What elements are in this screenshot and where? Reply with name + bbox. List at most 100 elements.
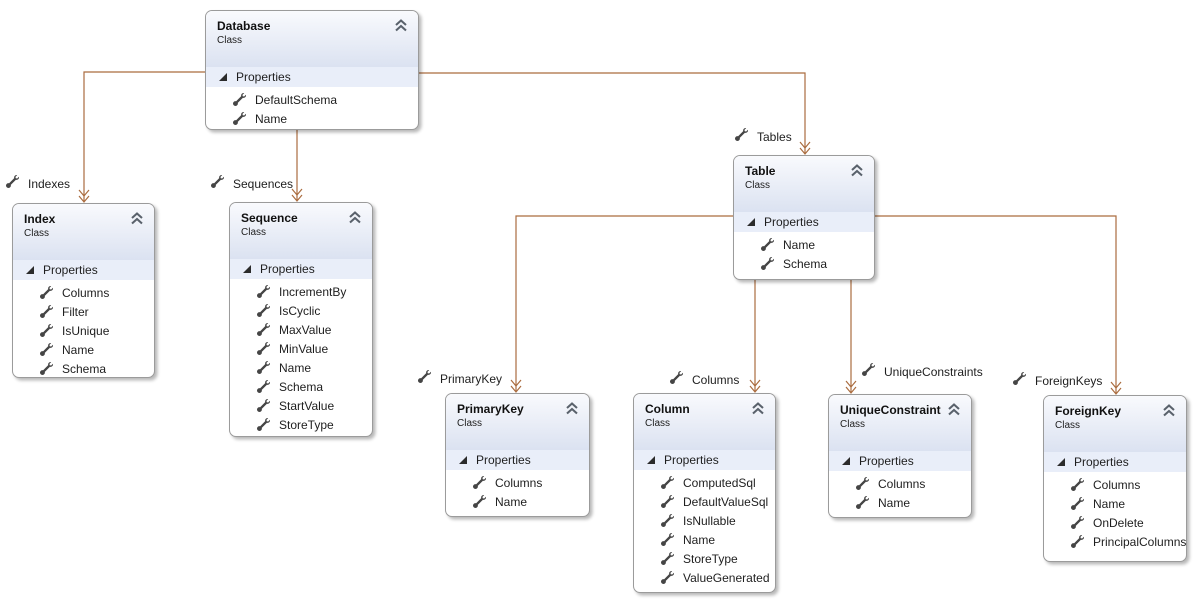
collapse-chevron-icon[interactable] [130,212,144,225]
wrench-icon [661,533,674,546]
association-label-text: ForeignKeys [1035,374,1103,388]
collapse-chevron-icon[interactable] [565,402,579,415]
properties-section-header[interactable]: Properties [1044,452,1186,472]
expander-triangle-icon[interactable] [747,218,755,226]
property-name: StartValue [279,398,335,413]
property-row[interactable]: Columns [829,474,971,493]
property-row[interactable]: Columns [446,473,589,492]
property-row[interactable]: Name [446,492,589,511]
property-name: MaxValue [279,322,332,337]
property-row[interactable]: Name [206,109,418,128]
property-name: Name [495,494,528,509]
expander-triangle-icon[interactable] [842,457,850,465]
property-row[interactable]: Name [1044,494,1186,513]
wrench-icon [1071,497,1084,510]
properties-section-header[interactable]: Properties [446,450,589,470]
property-row[interactable]: OnDelete [1044,513,1186,532]
property-row[interactable]: Name [829,493,971,512]
property-name: IsCyclic [279,303,321,318]
property-row[interactable]: IsCyclic [230,301,372,320]
association-label-sequences[interactable]: Sequences [211,175,293,191]
property-row[interactable]: Columns [1044,475,1186,494]
association-label-columns[interactable]: Columns [670,371,739,387]
wrench-icon [1071,478,1084,491]
properties-section-header[interactable]: Properties [634,450,775,470]
collapse-chevron-icon[interactable] [751,402,765,415]
property-row[interactable]: Name [13,340,154,359]
property-name: Name [62,342,95,357]
property-row[interactable]: IsNullable [634,511,775,530]
property-row[interactable]: ComputedSql [634,473,775,492]
expander-triangle-icon[interactable] [26,266,34,274]
association-connector-primarykey[interactable] [515,215,733,391]
property-row[interactable]: Name [634,530,775,549]
expander-triangle-icon[interactable] [647,456,655,464]
association-label-foreignkeys[interactable]: ForeignKeys [1013,372,1102,388]
association-connector-tables[interactable] [419,72,806,153]
class-node-uniqueconstraint[interactable]: UniqueConstraint Class Properties Column… [828,394,972,518]
properties-section-header[interactable]: Properties [734,212,874,232]
association-connector-foreignkeys[interactable] [875,215,1117,393]
collapse-chevron-icon[interactable] [348,211,362,224]
property-row[interactable]: Schema [230,377,372,396]
expander-triangle-icon[interactable] [459,456,467,464]
property-row[interactable]: IncrementBy [230,282,372,301]
property-row[interactable]: Filter [13,302,154,321]
property-row[interactable]: ValueGenerated [634,568,775,587]
property-row[interactable]: Schema [13,359,154,377]
properties-section-header[interactable]: Properties [829,451,971,471]
wrench-icon [257,361,270,374]
property-row[interactable]: StoreType [634,549,775,568]
property-row[interactable]: PrincipalColumns [1044,532,1186,551]
property-name: Schema [279,379,324,394]
association-label-indexes[interactable]: Indexes [6,175,70,191]
properties-section-header[interactable]: Properties [13,260,154,280]
property-row[interactable]: MinValue [230,339,372,358]
property-row[interactable]: Schema [734,254,874,273]
wrench-icon [473,476,486,489]
class-node-header: Database Class [206,11,418,67]
wrench-icon [257,323,270,336]
property-row[interactable]: DefaultSchema [206,90,418,109]
expander-triangle-icon[interactable] [243,265,251,273]
property-row[interactable]: Name [734,235,874,254]
association-label-text: PrimaryKey [440,372,503,386]
property-name: MinValue [279,341,329,356]
association-label-uniqueconstraints[interactable]: UniqueConstraints [862,363,983,379]
collapse-chevron-icon[interactable] [850,164,864,177]
properties-section-header[interactable]: Properties [230,259,372,279]
property-row[interactable]: StartValue [230,396,372,415]
association-label-primarykey[interactable]: PrimaryKey [418,370,502,386]
class-node-header: ForeignKey Class [1044,396,1186,452]
property-row[interactable]: StoreType [230,415,372,434]
expander-triangle-icon[interactable] [219,73,227,81]
property-row[interactable]: DefaultValueSql [634,492,775,511]
association-label-text: UniqueConstraints [884,365,983,379]
arrowhead-icon [845,380,857,394]
collapse-chevron-icon[interactable] [1162,404,1176,417]
property-row[interactable]: IsUnique [13,321,154,340]
property-row[interactable]: Name [230,358,372,377]
association-label-tables[interactable]: Tables [735,128,792,144]
property-row[interactable]: MaxValue [230,320,372,339]
wrench-icon [661,495,674,508]
class-node-stereotype: Class [217,35,243,46]
expander-triangle-icon[interactable] [1057,458,1065,466]
collapse-chevron-icon[interactable] [947,403,961,416]
properties-section-header[interactable]: Properties [206,67,418,87]
property-row[interactable]: Columns [13,283,154,302]
collapse-chevron-icon[interactable] [394,19,408,32]
properties-section-label: Properties [476,453,531,467]
association-connector-indexes[interactable] [83,71,205,201]
property-name: DefaultValueSql [683,494,769,509]
